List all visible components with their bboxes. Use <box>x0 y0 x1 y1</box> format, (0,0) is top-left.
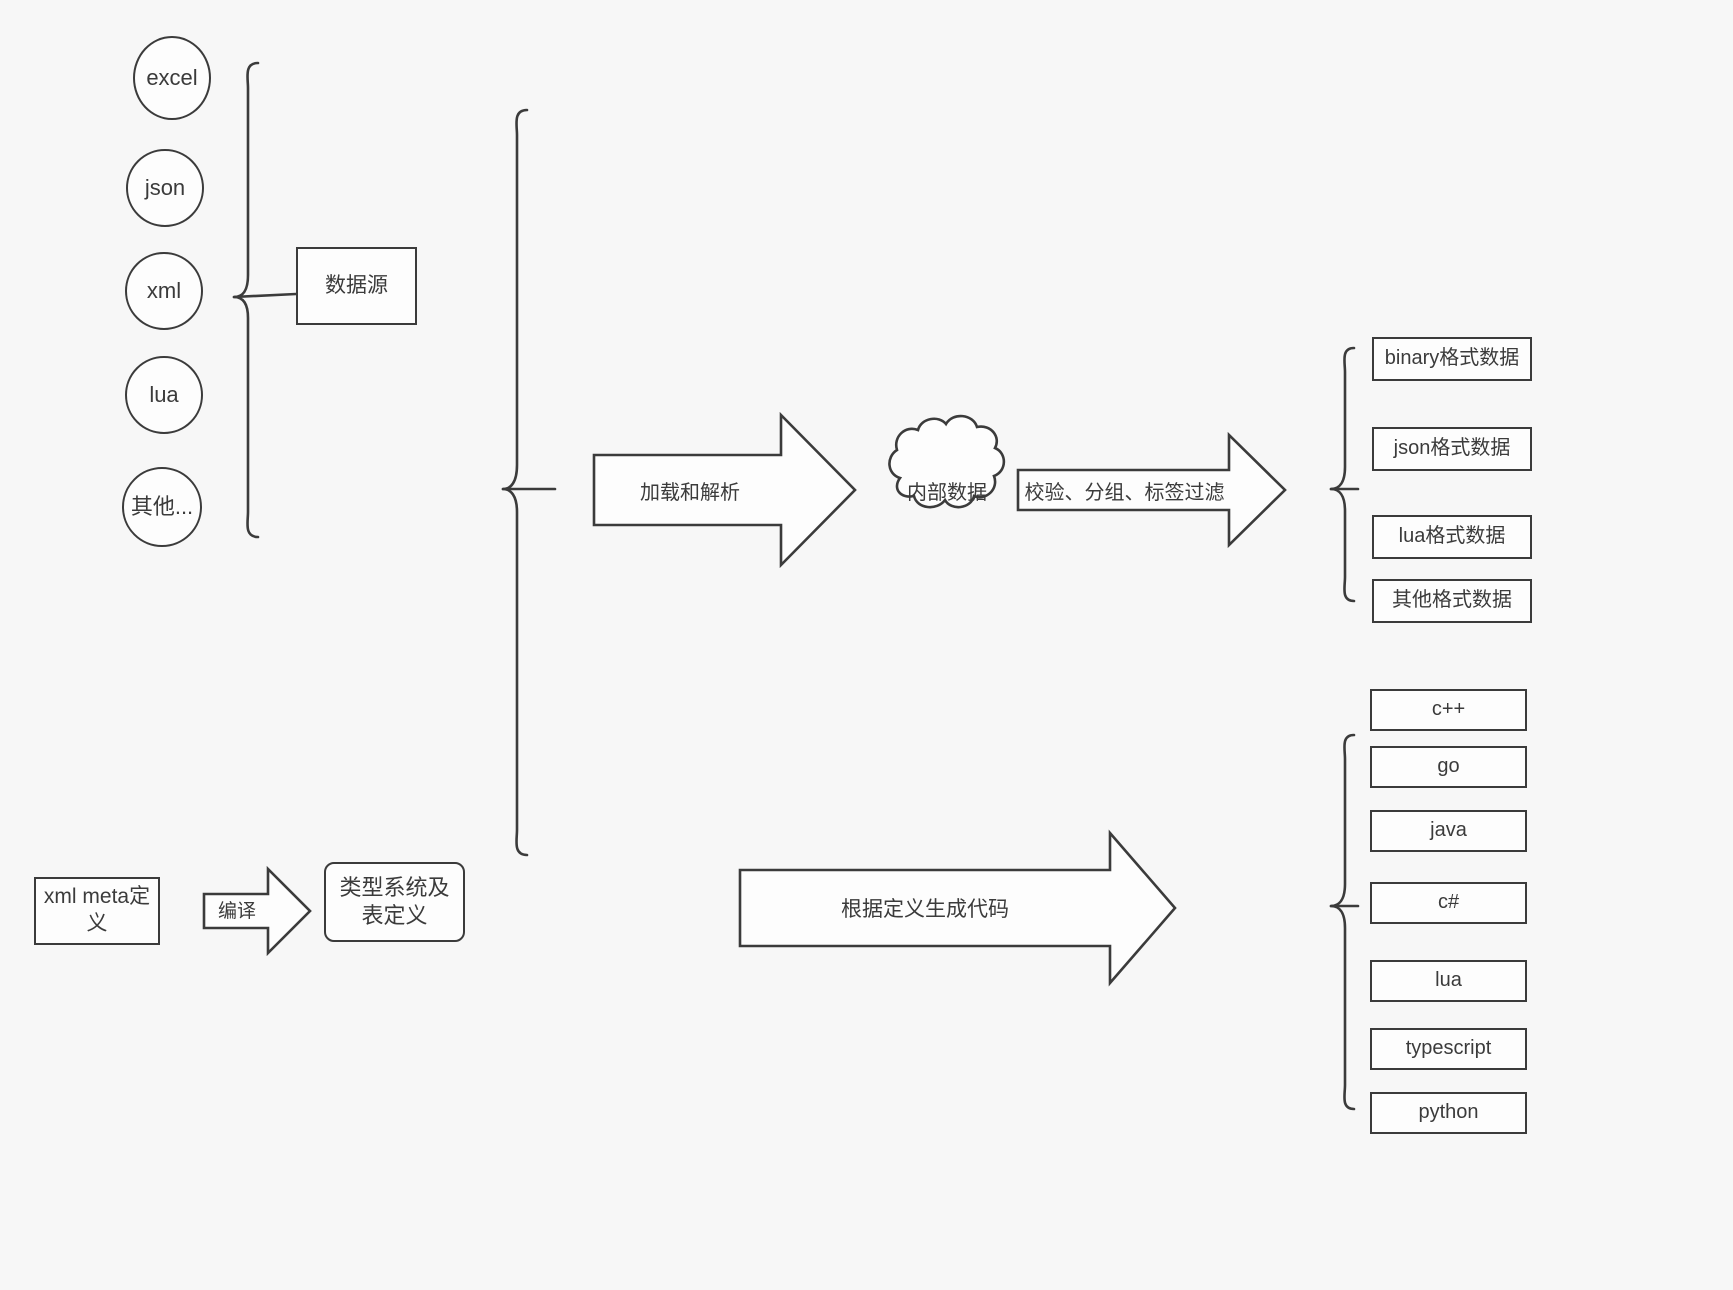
output-language-box-java[interactable]: java <box>1370 810 1527 852</box>
source-node-lua[interactable]: lua <box>125 356 203 434</box>
output-format-box-lua[interactable]: lua格式数据 <box>1372 515 1532 559</box>
data-source-group-box[interactable]: 数据源 <box>296 247 417 325</box>
type-system-box[interactable]: 类型系统及表定义 <box>324 862 465 942</box>
output-language-label: c++ <box>1431 698 1466 721</box>
type-system-label: 类型系统及表定义 <box>339 874 450 928</box>
filter-arrow-shape <box>1016 431 1287 549</box>
output-format-box-binary[interactable]: binary格式数据 <box>1372 337 1532 381</box>
load-parse-arrow-shape <box>592 411 857 569</box>
data-source-group-label: 数据源 <box>325 273 388 297</box>
source-node-json[interactable]: json <box>126 149 204 227</box>
output-language-box-typescript[interactable]: typescript <box>1370 1028 1527 1070</box>
source-node-other[interactable]: 其他... <box>122 467 202 547</box>
output-language-box-lua[interactable]: lua <box>1370 960 1527 1002</box>
source-label: excel <box>146 64 198 90</box>
brace-data-sources-tick <box>232 292 298 299</box>
source-node-xml[interactable]: xml <box>125 252 203 330</box>
output-language-label: java <box>1430 819 1467 842</box>
output-format-label: 其他格式数据 <box>1392 589 1512 612</box>
output-language-box-cpp[interactable]: c++ <box>1370 689 1527 731</box>
source-node-excel[interactable]: excel <box>133 36 211 120</box>
output-language-label: lua <box>1435 969 1462 992</box>
output-language-label: typescript <box>1405 1037 1492 1060</box>
output-language-label: go <box>1437 755 1460 778</box>
source-label: xml <box>146 277 182 303</box>
output-language-box-python[interactable]: python <box>1370 1092 1527 1134</box>
output-format-label: json格式数据 <box>1393 437 1511 460</box>
source-label: 其他... <box>130 493 194 519</box>
codegen-arrow-shape <box>738 829 1177 987</box>
source-label: json <box>144 174 186 200</box>
output-format-label: lua格式数据 <box>1398 525 1506 548</box>
output-language-label: c# <box>1437 891 1460 914</box>
xml-meta-definition-label: xml meta定义 <box>43 885 151 935</box>
output-language-label: python <box>1418 1101 1479 1124</box>
output-format-box-json[interactable]: json格式数据 <box>1372 427 1532 471</box>
source-label: lua <box>149 381 179 407</box>
xml-meta-definition-box[interactable]: xml meta定义 <box>34 877 160 945</box>
output-language-box-csharp[interactable]: c# <box>1370 882 1527 924</box>
internal-data-cloud-shape <box>888 414 1006 509</box>
compile-arrow-shape <box>202 865 312 957</box>
output-format-label: binary格式数据 <box>1384 347 1520 370</box>
output-format-box-other[interactable]: 其他格式数据 <box>1372 579 1532 623</box>
output-language-box-go[interactable]: go <box>1370 746 1527 788</box>
